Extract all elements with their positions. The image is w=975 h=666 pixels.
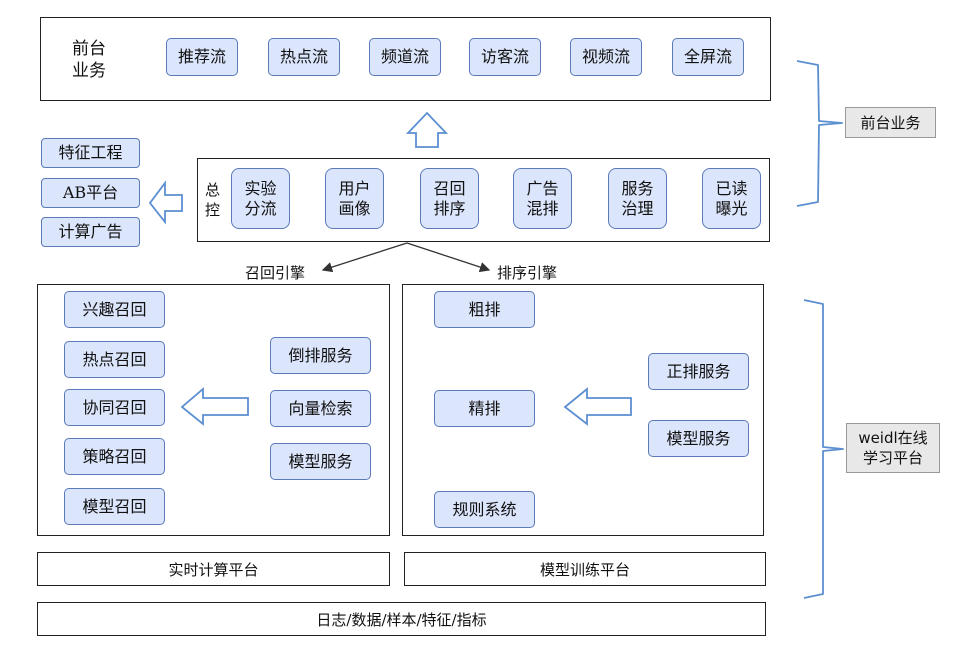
- online-learning-bracket: [803, 299, 844, 599]
- tool-ab-platform: AB平台: [41, 178, 140, 208]
- module-ad-mixing: 广告 混排: [513, 168, 572, 229]
- stream-video: 视频流: [570, 38, 642, 76]
- front-business-side-label: 前台业务: [845, 107, 936, 138]
- recall-collaborative: 协同召回: [64, 389, 165, 426]
- recall-interest: 兴趣召回: [64, 291, 165, 328]
- inverted-index-service: 倒排服务: [270, 337, 371, 374]
- module-user-profile: 用户 画像: [325, 168, 384, 229]
- rank-engine-arrow: [406, 242, 491, 273]
- coarse-ranking: 粗排: [434, 291, 535, 328]
- stream-recommend: 推荐流: [166, 38, 238, 76]
- stream-visitor: 访客流: [469, 38, 541, 76]
- tool-feature-engineering: 特征工程: [41, 138, 140, 168]
- fine-ranking: 精排: [434, 390, 535, 427]
- front-business-title: 前台 业务: [72, 39, 106, 81]
- recall-strategy: 策略召回: [64, 438, 165, 475]
- forward-index-service: 正排服务: [648, 353, 749, 390]
- module-recall-rank: 召回 排序: [420, 168, 479, 229]
- module-service-governance: 服务 治理: [608, 168, 667, 229]
- recall-block-arrow: [180, 387, 249, 426]
- recall-hot: 热点召回: [64, 341, 165, 378]
- stream-hot: 热点流: [268, 38, 340, 76]
- vector-search: 向量检索: [270, 390, 371, 427]
- online-learning-platform-label: weidl在线 学习平台: [846, 423, 940, 473]
- module-experiment: 实验 分流: [231, 168, 290, 229]
- recall-engine-label: 召回引擎: [245, 264, 306, 282]
- left-block-arrow: [148, 180, 183, 225]
- front-business-bracket: [796, 60, 843, 207]
- stream-channel: 频道流: [369, 38, 441, 76]
- stream-fullscreen: 全屏流: [672, 38, 744, 76]
- control-frame: [197, 158, 770, 242]
- up-block-arrow: [405, 111, 449, 148]
- recall-model-service: 模型服务: [270, 443, 371, 480]
- data-foundation-bar: 日志/数据/样本/特征/指标: [37, 602, 766, 636]
- rank-engine-label: 排序引擎: [497, 264, 558, 282]
- control-label: 总 控: [205, 181, 221, 219]
- model-training-platform: 模型训练平台: [404, 552, 766, 586]
- rank-model-service: 模型服务: [648, 420, 749, 457]
- module-read-exposure: 已读 曝光: [702, 168, 761, 229]
- tool-computational-ads: 计算广告: [41, 217, 140, 247]
- recall-model: 模型召回: [64, 488, 165, 525]
- recall-engine-arrow: [321, 242, 408, 273]
- rank-block-arrow: [563, 387, 632, 426]
- rule-system: 规则系统: [434, 491, 535, 528]
- realtime-compute-platform: 实时计算平台: [37, 552, 390, 586]
